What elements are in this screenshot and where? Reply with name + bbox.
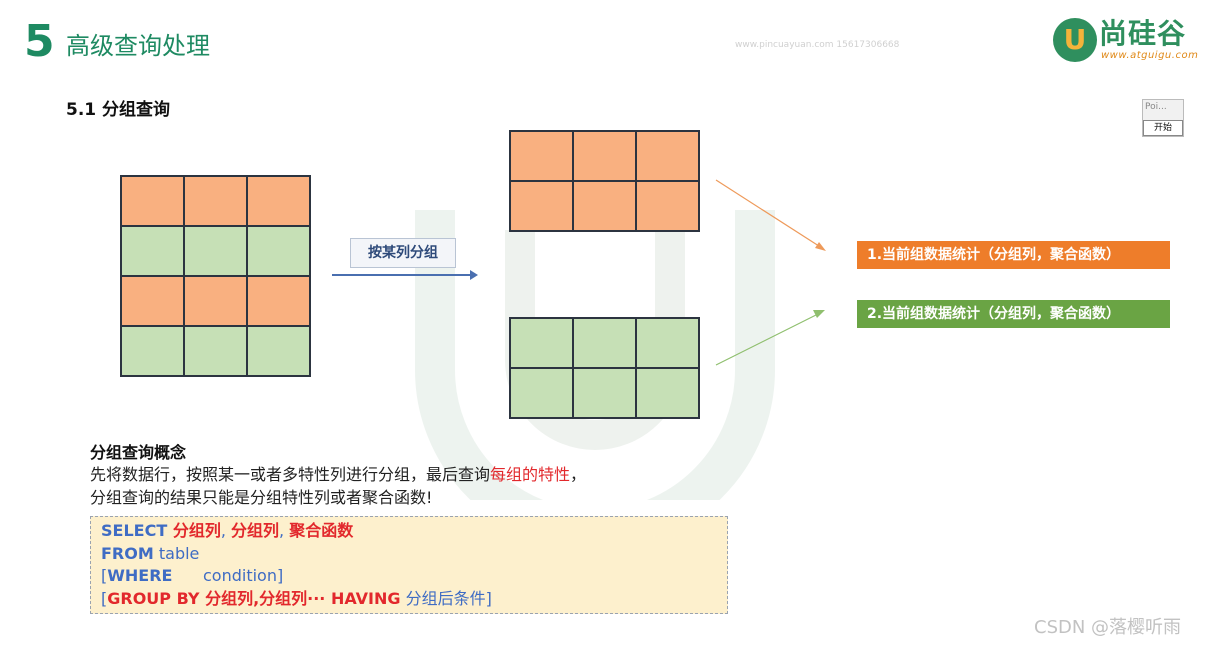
brand-logo: U 尚硅谷 www.atguigu.com — [1053, 16, 1203, 66]
source-data-grid — [120, 175, 311, 377]
sql-bracket: [ — [101, 566, 108, 585]
green-cell — [636, 318, 699, 368]
green-cell — [121, 226, 184, 276]
start-button[interactable]: 开始 — [1143, 120, 1183, 136]
sql-keyword: SELECT — [101, 521, 173, 540]
chapter-number: 5 — [24, 16, 55, 67]
sql-select-line: SELECT 分组列, 分组列, 聚合函数 — [101, 520, 717, 543]
logo-glyph: U — [1063, 23, 1087, 56]
orange-cell — [247, 176, 310, 226]
green-cell — [247, 226, 310, 276]
sql-keyword: GROUP BY 分组列,分组列··· HAVING — [107, 588, 401, 608]
poi-widget: Poi... 开始 — [1142, 99, 1184, 137]
sql-text: table — [153, 543, 200, 563]
page-watermark-text: www.pincuayuan.com 15617306668 — [735, 40, 900, 50]
sql-arg: 分组列 — [231, 521, 280, 540]
arrow-head-green — [813, 310, 825, 318]
green-cell — [247, 326, 310, 376]
concept-line-1-suffix: ， — [570, 465, 587, 484]
green-cell — [510, 368, 573, 418]
orange-cell — [121, 276, 184, 326]
concept-line-2: 分组查询的结果只能是分组特性列或者聚合函数! — [90, 488, 433, 507]
csdn-watermark: CSDN @落樱听雨 — [1034, 617, 1182, 638]
green-cell — [636, 368, 699, 418]
sql-arg: 聚合函数 — [289, 521, 354, 540]
result-orange-label: 1.当前组数据统计（分组列，聚合函数） — [857, 241, 1170, 269]
sql-groupby-line: [GROUP BY 分组列,分组列··· HAVING 分组后条件] — [101, 588, 717, 611]
orange-cell — [636, 181, 699, 231]
concept-line-1-text: 先将数据行，按照某一或者多特性列进行分组，最后查询 — [90, 465, 491, 484]
chapter-title: 高级查询处理 — [66, 32, 210, 60]
sql-from-line: FROM table — [101, 543, 717, 566]
orange-cell — [573, 181, 636, 231]
sql-text: condition] — [172, 566, 284, 585]
orange-cell — [184, 276, 247, 326]
green-cell — [510, 318, 573, 368]
orange-cell — [510, 131, 573, 181]
sql-keyword: WHERE — [107, 566, 173, 585]
sql-arg: 分组列 — [172, 521, 221, 540]
arrow-head-orange — [815, 242, 826, 251]
orange-cell — [247, 276, 310, 326]
sql-keyword: FROM — [101, 543, 154, 563]
logo-url: www.atguigu.com — [1101, 50, 1199, 61]
concept-line-1: 先将数据行，按照某一或者多特性列进行分组，最后查询每组的特性， — [90, 464, 586, 486]
concept-title: 分组查询概念 — [90, 443, 187, 462]
result-green-label: 2.当前组数据统计（分组列，聚合函数） — [857, 300, 1170, 328]
green-cell — [184, 226, 247, 276]
sql-where-line: [WHERE condition] — [101, 565, 717, 588]
green-cell — [184, 326, 247, 376]
split-label: 按某列分组 — [350, 238, 456, 268]
sql-sep: , — [279, 521, 290, 540]
split-arrow — [332, 270, 478, 280]
sql-bracket: [ — [101, 588, 108, 608]
logo-name: 尚硅谷 — [1099, 17, 1187, 50]
concept-highlight: 每组的特性 — [490, 465, 571, 484]
orange-cell — [573, 131, 636, 181]
sql-sep: , — [220, 521, 231, 540]
group-orange-grid — [509, 130, 700, 232]
orange-cell — [121, 176, 184, 226]
logo-circle-icon — [1053, 18, 1097, 62]
green-cell — [573, 318, 636, 368]
sql-syntax-box: SELECT 分组列, 分组列, 聚合函数 FROM table [WHERE … — [90, 516, 728, 614]
sql-text: 分组后条件] — [400, 588, 492, 608]
poi-label: Poi... — [1145, 102, 1167, 112]
result-arrows — [715, 179, 826, 366]
orange-cell — [510, 181, 573, 231]
orange-cell — [184, 176, 247, 226]
green-cell — [573, 368, 636, 418]
orange-cell — [636, 131, 699, 181]
group-green-grid — [509, 317, 700, 419]
section-title: 5.1 分组查询 — [66, 100, 171, 120]
green-cell — [121, 326, 184, 376]
